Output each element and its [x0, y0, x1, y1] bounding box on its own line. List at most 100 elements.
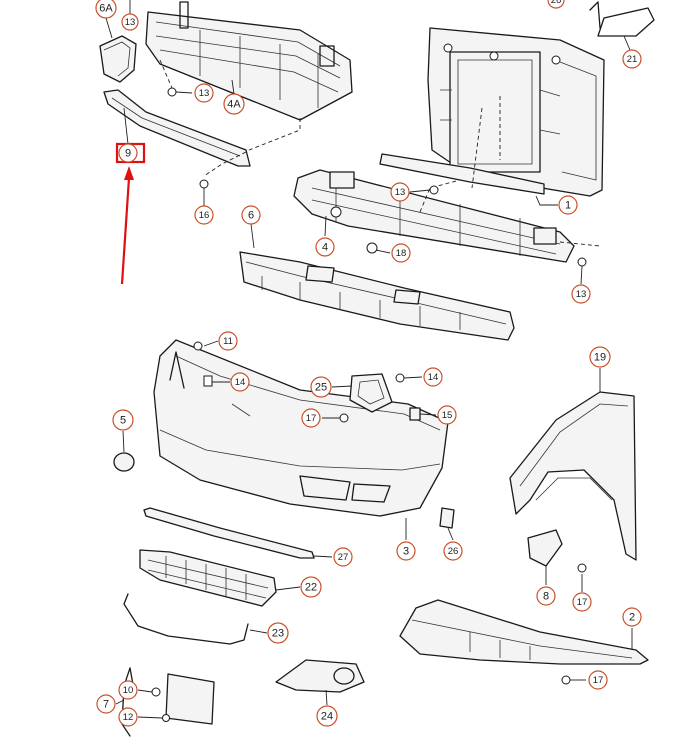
part-8-bracket[interactable]: [527, 529, 563, 567]
callout-circle: [194, 205, 214, 225]
callout-circle: [315, 237, 335, 257]
callout-23[interactable]: 23: [267, 622, 289, 644]
callout-circle: [95, 0, 117, 19]
callout-circle: [230, 372, 250, 392]
part-6-energy-absorber[interactable]: [239, 251, 515, 341]
callout-8[interactable]: 8: [536, 586, 556, 606]
callout-4[interactable]: 4: [315, 237, 335, 257]
callout-circle: [396, 541, 416, 561]
callout-14b[interactable]: 14: [423, 367, 443, 387]
callout-circle: [589, 346, 611, 368]
part-2-spoiler[interactable]: [399, 599, 649, 665]
callout-13a[interactable]: 13: [121, 13, 139, 31]
leader-lines: [105, 0, 633, 719]
callout-circle: [316, 705, 338, 727]
callout-circle: [547, 0, 565, 9]
callout-5[interactable]: 5: [112, 409, 134, 431]
callout-number: 6: [248, 210, 254, 222]
callout-circle: [572, 592, 592, 612]
callout-number: 16: [199, 210, 210, 221]
part-7-plate-bracket[interactable]: [121, 667, 215, 737]
part-1-radiator-support[interactable]: [379, 1, 655, 197]
callout-circle: [300, 576, 322, 598]
callout-22[interactable]: 22: [300, 576, 322, 598]
callout-number: 13: [199, 88, 210, 99]
callout-6A[interactable]: 6A: [95, 0, 117, 19]
part-23-trim[interactable]: [123, 593, 249, 645]
callout-number: 4: [322, 242, 328, 254]
callout-12[interactable]: 12: [118, 707, 138, 727]
callout-circle: [423, 367, 443, 387]
callout-circle: [121, 13, 139, 31]
callout-number: 19: [594, 352, 606, 364]
callout-17c[interactable]: 17: [588, 670, 608, 690]
callout-number: 26: [448, 546, 459, 557]
part-27-trim-strip[interactable]: [143, 507, 315, 559]
highlight-arrow: [120, 166, 134, 285]
callout-number: 2: [629, 612, 635, 624]
callout-circle: [443, 541, 463, 561]
callout-number: 6A: [99, 3, 113, 15]
callout-circle: [118, 707, 138, 727]
callout-number: 27: [338, 552, 349, 563]
part-19-fender[interactable]: [509, 391, 637, 561]
part-26-insert[interactable]: [439, 507, 455, 529]
callout-13b[interactable]: 13: [194, 83, 214, 103]
callout-3[interactable]: 3: [396, 541, 416, 561]
callout-circle: [333, 547, 353, 567]
callout-16[interactable]: 16: [194, 205, 214, 225]
callout-26[interactable]: 26: [443, 541, 463, 561]
callout-circle: [218, 331, 238, 351]
callout-circle: [301, 408, 321, 428]
callout-27[interactable]: 27: [333, 547, 353, 567]
part-24-bezel[interactable]: [275, 659, 365, 693]
callout-number: 7: [103, 699, 109, 711]
callout-number: 18: [396, 248, 407, 259]
callout-25[interactable]: 25: [310, 376, 332, 398]
callout-17b[interactable]: 17: [572, 592, 592, 612]
callout-24[interactable]: 24: [316, 705, 338, 727]
callout-circle: [194, 83, 214, 103]
callout-9[interactable]: 9: [118, 143, 138, 163]
callout-number: 11: [223, 336, 233, 347]
callout-11[interactable]: 11: [218, 331, 238, 351]
callout-14a[interactable]: 14: [230, 372, 250, 392]
callout-2[interactable]: 2: [622, 607, 642, 627]
part-3-bumper-cover[interactable]: [153, 339, 449, 517]
part-4-bumper-carrier[interactable]: [293, 169, 575, 263]
callout-number: 8: [543, 591, 549, 603]
callout-number: 10: [123, 685, 134, 696]
callout-circle: [558, 195, 578, 215]
callout-26top[interactable]: 26: [547, 0, 565, 9]
part-15-clip[interactable]: [409, 407, 421, 421]
callout-19[interactable]: 19: [589, 346, 611, 368]
callout-circle: [241, 205, 261, 225]
callout-number: 21: [627, 54, 638, 65]
callout-number: 15: [442, 410, 453, 421]
part-22-grille[interactable]: [139, 549, 277, 607]
callout-circle: [437, 405, 457, 425]
callout-13c[interactable]: 13: [390, 182, 410, 202]
callout-13d[interactable]: 13: [571, 284, 591, 304]
part-9-deflector[interactable]: [103, 89, 251, 167]
callout-number: 23: [272, 628, 284, 640]
part-4a-crossmember[interactable]: [145, 1, 353, 121]
callout-4A[interactable]: 4A: [223, 93, 245, 115]
callout-10[interactable]: 10: [118, 680, 138, 700]
part-6a-bracket[interactable]: [99, 35, 137, 83]
callout-21[interactable]: 21: [622, 49, 642, 69]
part-5-tow-cap[interactable]: [113, 452, 135, 472]
callout-number: 13: [395, 187, 406, 198]
callout-number: 22: [305, 582, 317, 594]
callout-15[interactable]: 15: [437, 405, 457, 425]
callout-circle: [112, 409, 134, 431]
callout-18[interactable]: 18: [391, 243, 411, 263]
callout-17a[interactable]: 17: [301, 408, 321, 428]
callout-circle: [588, 670, 608, 690]
part-25-bracket[interactable]: [349, 373, 393, 413]
callout-6[interactable]: 6: [241, 205, 261, 225]
callout-7[interactable]: 7: [96, 694, 116, 714]
callout-1[interactable]: 1: [558, 195, 578, 215]
callout-number: 3: [403, 546, 409, 558]
